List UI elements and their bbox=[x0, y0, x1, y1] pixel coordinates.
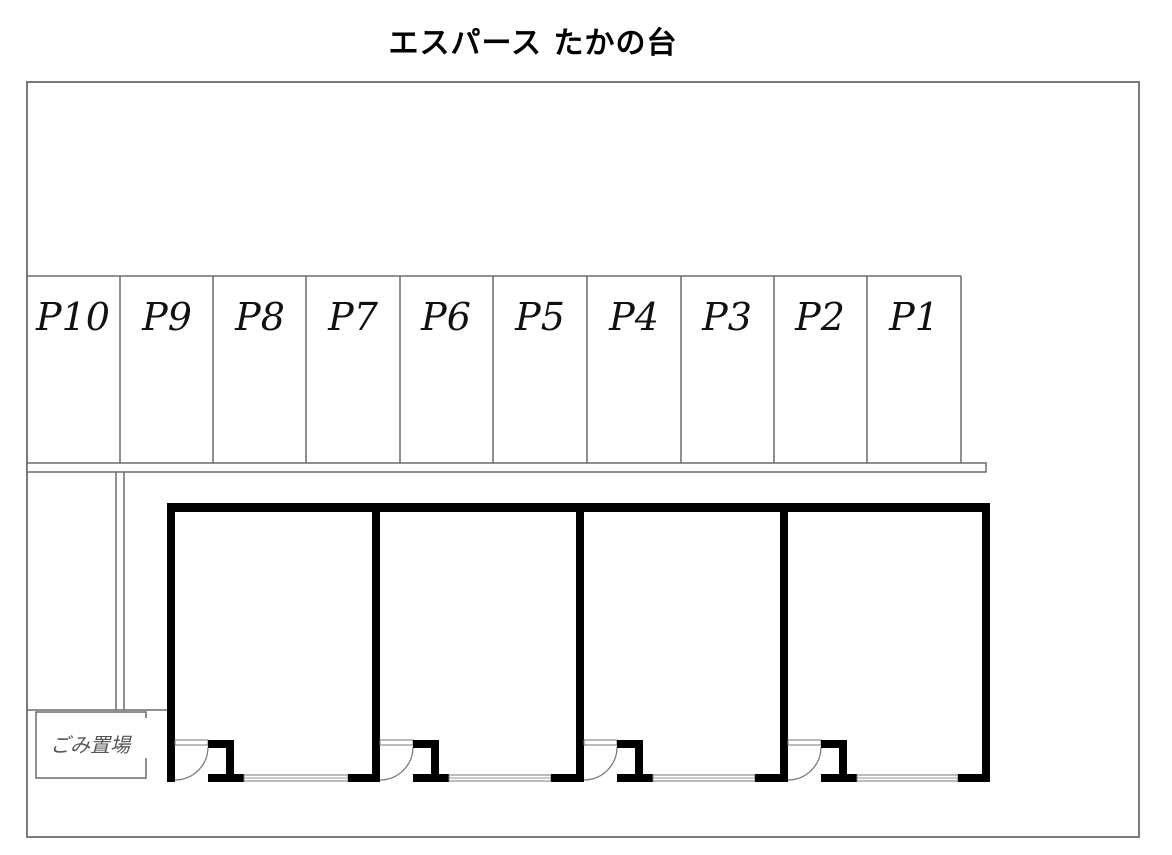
unit-2-front bbox=[379, 739, 584, 782]
parking-space-p3: P3 bbox=[701, 295, 752, 339]
unit-3-front bbox=[583, 739, 788, 782]
unit-4-front bbox=[787, 739, 990, 782]
garbage-area: ごみ置場 bbox=[35, 711, 147, 779]
parking-space-p9: P9 bbox=[141, 295, 192, 339]
parking-space-p5: P5 bbox=[514, 295, 565, 339]
parking-space-p1: P1 bbox=[888, 295, 939, 339]
parking-labels: P10 P9 P8 P7 P6 P5 P4 P3 P2 P1 bbox=[35, 295, 939, 339]
garbage-area-label: ごみ置場 bbox=[50, 733, 132, 757]
parking-space-p6: P6 bbox=[420, 295, 471, 339]
page-title: エスパース たかの台 bbox=[388, 26, 678, 61]
parking-space-p8: P8 bbox=[234, 295, 285, 339]
unit-1-front bbox=[174, 739, 380, 782]
parking-space-p10: P10 bbox=[35, 295, 110, 339]
parking-space-p7: P7 bbox=[327, 295, 379, 339]
parking-area bbox=[26, 275, 987, 473]
building bbox=[167, 503, 990, 782]
parking-space-p2: P2 bbox=[794, 295, 845, 339]
parking-space-p4: P4 bbox=[608, 295, 659, 339]
walkway-divider bbox=[27, 472, 167, 711]
site-boundary bbox=[26, 81, 1140, 838]
